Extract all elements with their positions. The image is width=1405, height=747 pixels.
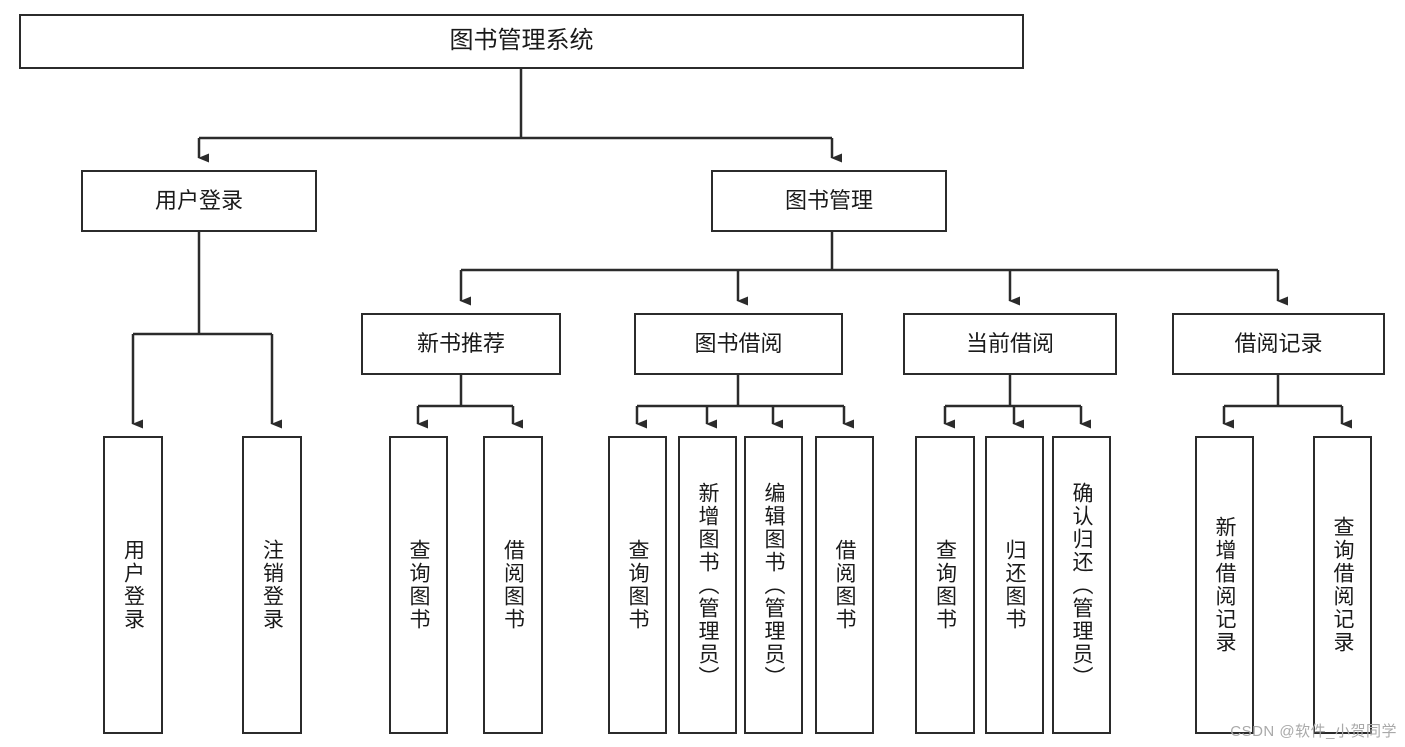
node-book-management[interactable]: 图书管理 [711,170,947,232]
leaf-current-borrow-2[interactable]: 归还图书 [985,436,1044,734]
leaf-book-borrow-3[interactable]: 编辑图书（管理员） [744,436,803,734]
leaf-current-borrow-3-label: 确认归还（管理员） [1070,481,1093,689]
leaf-new-book-1[interactable]: 查询图书 [389,436,448,734]
node-user-login[interactable]: 用户登录 [81,170,317,232]
node-root[interactable]: 图书管理系统 [19,14,1024,69]
node-new-book-recommend[interactable]: 新书推荐 [361,313,561,375]
leaf-borrow-record-1-label: 新增借阅记录 [1213,516,1236,654]
leaf-current-borrow-1-label: 查询图书 [933,539,957,631]
leaf-borrow-record-1[interactable]: 新增借阅记录 [1195,436,1254,734]
node-new-book-recommend-label: 新书推荐 [416,331,505,357]
leaf-book-borrow-4-label: 借阅图书 [833,539,856,631]
leaf-current-borrow-2-label: 归还图书 [1003,539,1026,631]
node-root-label: 图书管理系统 [449,27,594,55]
leaf-borrow-record-2[interactable]: 查询借阅记录 [1313,436,1372,734]
leaf-book-borrow-1[interactable]: 查询图书 [608,436,667,734]
node-user-login-label: 用户登录 [154,188,243,214]
node-borrow-record-label: 借阅记录 [1234,331,1323,357]
leaf-current-borrow-3[interactable]: 确认归还（管理员） [1052,436,1111,734]
leaf-book-borrow-2[interactable]: 新增图书（管理员） [678,436,737,734]
leaf-new-book-2[interactable]: 借阅图书 [483,436,543,734]
leaf-current-borrow-1[interactable]: 查询图书 [915,436,975,734]
watermark: CSDN @软件_小贺同学 [1230,723,1397,740]
leaf-new-book-2-label: 借阅图书 [501,539,525,631]
node-book-borrow-label: 图书借阅 [694,331,783,357]
node-book-management-label: 图书管理 [784,188,873,214]
node-current-borrow[interactable]: 当前借阅 [903,313,1117,375]
leaf-book-borrow-2-label: 新增图书（管理员） [696,481,719,689]
node-current-borrow-label: 当前借阅 [965,331,1054,357]
leaf-book-borrow-4[interactable]: 借阅图书 [815,436,874,734]
node-book-borrow[interactable]: 图书借阅 [634,313,843,375]
leaf-book-borrow-3-label: 编辑图书（管理员） [762,481,785,689]
leaf-book-borrow-1-label: 查询图书 [626,539,649,631]
node-borrow-record[interactable]: 借阅记录 [1172,313,1385,375]
leaf-user-login-2-label: 注销登录 [260,539,284,631]
leaf-user-login-1-label: 用户登录 [121,539,145,631]
leaf-new-book-1-label: 查询图书 [407,539,430,631]
leaf-borrow-record-2-label: 查询借阅记录 [1331,516,1354,654]
leaf-user-login-2[interactable]: 注销登录 [242,436,302,734]
leaf-user-login-1[interactable]: 用户登录 [103,436,163,734]
